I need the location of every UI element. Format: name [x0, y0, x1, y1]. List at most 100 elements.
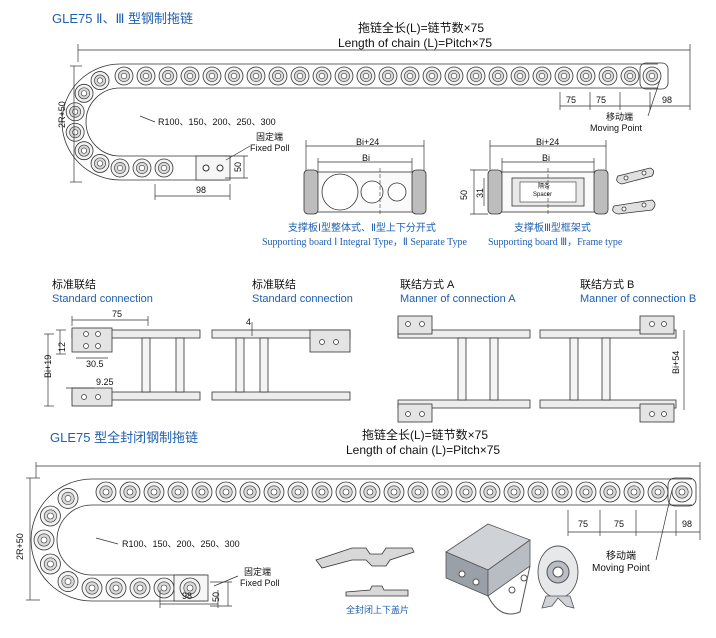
chain-link	[407, 481, 429, 503]
cross-bar	[235, 337, 245, 393]
conn-dim-bi54: Bi+54	[671, 350, 681, 374]
chain-link	[143, 481, 165, 503]
bottom-chain-drawing	[30, 477, 697, 602]
chain-link	[215, 481, 237, 503]
section-iii-inner-width: Bi	[542, 153, 551, 163]
chain-link	[290, 66, 310, 86]
bottom-pitch-2: 75	[614, 519, 625, 529]
chain-link	[110, 158, 130, 178]
chain-link	[33, 529, 55, 551]
conn1-title-cn: 标准联结	[52, 279, 96, 291]
spacer-label-en: Spacer	[533, 192, 553, 198]
conn-dim-4: 4	[246, 317, 252, 327]
cross-bar	[601, 337, 611, 401]
bottom-moving-end-plate	[667, 477, 697, 507]
chain-link	[551, 481, 573, 503]
chain-link	[179, 577, 201, 599]
standard-connection-1-drawing	[44, 316, 201, 407]
chain-link	[311, 481, 333, 503]
conn4-lower-plate	[639, 403, 675, 423]
chain-link	[532, 66, 552, 86]
chain-link	[479, 481, 501, 503]
chain-link	[167, 481, 189, 503]
bottom-length-dimension	[26, 462, 701, 608]
chain-link	[359, 481, 381, 503]
conn4-upper-plate	[639, 315, 675, 335]
section-iii-outer-height: 50	[459, 189, 469, 200]
top-chain-outer-outline	[61, 63, 658, 181]
conn-dim-12: 12	[57, 341, 67, 352]
top-fixed-en: Fixed Poll	[250, 143, 290, 153]
top-chain-drawing	[61, 62, 669, 181]
conn2-right-plate	[309, 329, 351, 353]
top-fixed-width: 98	[196, 185, 207, 195]
chain-link	[154, 158, 174, 178]
chain-link	[576, 66, 596, 86]
conn1-title-en: Standard connection	[52, 293, 153, 305]
chain-link	[444, 66, 464, 86]
conn-dim-bi19: Bi+19	[43, 354, 53, 378]
chain-link	[488, 66, 508, 86]
chain-link	[422, 66, 442, 86]
chain-link	[312, 66, 332, 86]
bottom-chain-inner-outline	[56, 504, 692, 576]
chain-link	[224, 66, 244, 86]
chain-link	[153, 577, 175, 599]
bottom-fixed-en: Fixed Poll	[240, 578, 280, 588]
top-chain-title: GLE75 Ⅱ、Ⅲ 型钢制拖链	[52, 11, 194, 26]
conn4-title-cn: 联结方式 B	[580, 279, 635, 291]
chain-link	[105, 577, 127, 599]
section-iii-caption-cn: 支撑板Ⅲ型框架式	[514, 223, 591, 234]
top-moving-en: Moving Point	[590, 123, 643, 133]
section-iii-drawing	[470, 140, 609, 216]
conn3-title-cn: 联结方式 A	[400, 279, 455, 291]
chain-link	[158, 66, 178, 86]
chain-link	[263, 481, 285, 503]
section-i-caption-cn: 支撑板Ⅰ型整体式、Ⅱ型上下分开式	[288, 223, 436, 234]
conn4-title-en: Manner of connection B	[580, 293, 697, 305]
bottom-fixed-height: 50	[211, 591, 221, 602]
chain-link	[466, 66, 486, 86]
chain-link	[74, 83, 94, 103]
section-i-caption-en: Supporting board Ⅰ Integral Type，Ⅱ Separ…	[262, 237, 467, 248]
top-length-dimension	[70, 44, 691, 200]
top-pitch-1: 75	[566, 95, 577, 105]
chain-link	[246, 66, 266, 86]
chain-link	[90, 154, 110, 173]
conn1-lower-plate	[71, 387, 113, 407]
section-i-drawing	[303, 140, 427, 216]
chain-link	[527, 481, 549, 503]
chain-link	[510, 66, 530, 86]
cross-bar	[259, 337, 269, 393]
bottom-end-length: 98	[682, 519, 693, 529]
conn-dim-75: 75	[112, 309, 123, 319]
chain-link	[74, 141, 94, 161]
clip-parts-drawing	[612, 167, 656, 215]
conn3-lower-plate	[397, 403, 433, 423]
bottom-pitch-1: 75	[578, 519, 589, 529]
chain-link	[136, 66, 156, 86]
chain-link	[132, 158, 152, 178]
cross-bar	[175, 337, 185, 393]
chain-link	[431, 481, 453, 503]
section-i-outer-width: Bi+24	[356, 137, 380, 147]
top-moving-end-plate	[639, 62, 669, 90]
top-radius-list: R100、150、200、250、300	[158, 117, 276, 127]
top-pitch-2: 75	[596, 95, 607, 105]
chain-link	[81, 577, 103, 599]
fixed-hole	[216, 164, 224, 172]
chain-link	[40, 553, 61, 575]
chain-3d-illustration	[445, 523, 579, 615]
cross-bar	[141, 337, 151, 393]
top-fixed-height: 50	[233, 161, 243, 172]
bottom-moving-en: Moving Point	[592, 563, 650, 574]
bottom-radius-list: R100、150、200、250、300	[122, 539, 240, 549]
chain-link	[40, 505, 61, 527]
chain-link	[65, 122, 85, 142]
chain-link	[383, 481, 405, 503]
conn-dim-9-25: 9.25	[96, 377, 114, 387]
chain-link	[95, 481, 117, 503]
cross-bar	[569, 337, 579, 401]
chain-link	[57, 488, 79, 509]
